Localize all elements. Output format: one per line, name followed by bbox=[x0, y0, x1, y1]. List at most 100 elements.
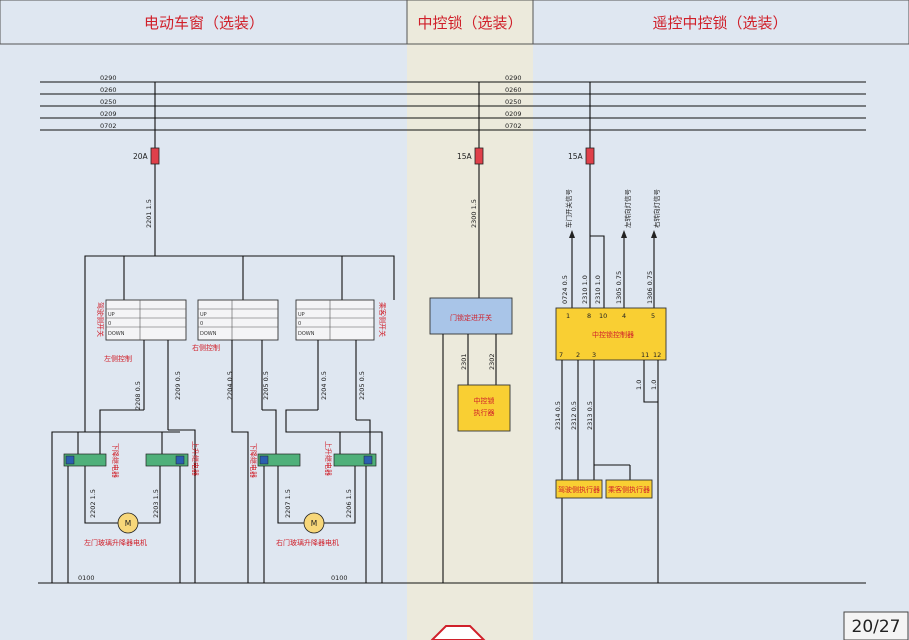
driver-actuator-label: 驾驶侧执行器 bbox=[558, 485, 600, 494]
left-up-relay-label: 上升继电器 bbox=[191, 441, 200, 476]
controller-label: 中控锁控制器 bbox=[592, 330, 634, 339]
controller-pin: 2 bbox=[576, 351, 580, 359]
left-motor-label: 左门玻璃升降器电机 bbox=[84, 538, 147, 547]
door-signal-label: 车门开关信号 bbox=[564, 189, 573, 229]
wire-label: 1305 0.75 bbox=[615, 271, 623, 304]
passenger-switch-label: 乘客侧开关 bbox=[378, 302, 387, 337]
switch-pos-off: 0 bbox=[200, 321, 203, 327]
motor-symbol: M bbox=[311, 519, 317, 528]
passenger-window-switch bbox=[295, 299, 375, 341]
arrow-up-icon bbox=[651, 230, 657, 238]
relay-coil-icon bbox=[65, 455, 75, 465]
bus-label: 0260 bbox=[505, 86, 522, 94]
wire-label: 2201 1.5 bbox=[145, 199, 153, 228]
ground-bus-label: 0100 bbox=[78, 574, 95, 582]
relay-coil-icon bbox=[363, 455, 373, 465]
left-motor-icon bbox=[117, 512, 139, 534]
arrow-up-icon bbox=[621, 230, 627, 238]
bus-label: 0290 bbox=[100, 74, 117, 82]
central-lock-header bbox=[406, 0, 534, 45]
fuse-label: 15A bbox=[457, 152, 473, 161]
wire-label: 2205 0.5 bbox=[358, 371, 366, 400]
lock-actuator-label: 中控锁 bbox=[474, 396, 495, 405]
door-lock-switch-label: 门锁定进开关 bbox=[450, 313, 492, 322]
fuse-label: 20A bbox=[133, 152, 149, 161]
section-title-central-lock: 中控锁（选装） bbox=[417, 14, 522, 32]
wire-label: 1.0 bbox=[650, 380, 658, 390]
wire-label: 2203 1.5 bbox=[152, 489, 160, 518]
central-lock-circuit: 15A 2300 1.5 门锁定进开关 2301 2302 中控锁 执行器 bbox=[429, 82, 513, 583]
controller-pin: 11 bbox=[641, 351, 649, 359]
ground-bus-label: 0100 bbox=[331, 574, 348, 582]
switch-pos-down: DOWN bbox=[200, 331, 217, 337]
controller-pin: 12 bbox=[653, 351, 661, 359]
bus-label: 0209 bbox=[100, 110, 117, 118]
bus-label: 0209 bbox=[505, 110, 522, 118]
nav-tab-icon[interactable] bbox=[430, 625, 486, 640]
section-title-power-window: 电动车窗（选装） bbox=[144, 14, 264, 32]
power-buses: 0290 0260 0250 0209 0702 0290 0260 0250 … bbox=[40, 74, 866, 131]
right-control-switch bbox=[197, 299, 279, 341]
right-down-relay bbox=[257, 453, 301, 467]
wire-label: 2310 1.0 bbox=[594, 275, 602, 304]
switch-pos-down: DOWN bbox=[108, 331, 125, 337]
power-window-circuit: 20A 2201 1.5 UP 0 DOWN 驾驶侧开关 左侧控制 UP 0 D… bbox=[51, 82, 395, 583]
page-number: 20/27 bbox=[852, 617, 901, 637]
switch-pos-up: UP bbox=[298, 312, 305, 318]
switch-pos-off: 0 bbox=[298, 321, 301, 327]
controller-pin: 10 bbox=[599, 312, 607, 320]
motor-symbol: M bbox=[125, 519, 131, 528]
bus-label: 0250 bbox=[505, 98, 522, 106]
fuse-window bbox=[150, 147, 160, 165]
wire-label: 2207 1.5 bbox=[284, 489, 292, 518]
switch-pos-off: 0 bbox=[108, 321, 111, 327]
right-down-relay-label: 下降继电器 bbox=[249, 443, 258, 478]
central-lock-controller bbox=[555, 307, 667, 361]
bus-label: 0702 bbox=[100, 122, 117, 130]
bus-label: 0260 bbox=[100, 86, 117, 94]
wire-label: 2300 1.5 bbox=[470, 199, 478, 228]
driver-window-switch bbox=[105, 299, 187, 341]
controller-pin: 4 bbox=[622, 312, 626, 320]
right-motor-label: 右门玻璃升降器电机 bbox=[276, 538, 339, 547]
wire-label: 2208 0.5 bbox=[134, 381, 142, 410]
page-number-box bbox=[843, 611, 909, 640]
relay-coil-icon bbox=[259, 455, 269, 465]
wire-label: 2314 0.5 bbox=[554, 401, 562, 430]
driver-actuator bbox=[555, 479, 603, 499]
left-down-relay-label: 下降继电器 bbox=[111, 443, 120, 478]
wire-label: 1.0 bbox=[635, 380, 643, 390]
wire-label: 2206 1.5 bbox=[345, 489, 353, 518]
right-turn-signal-label: 右转向灯信号 bbox=[652, 189, 661, 229]
switch-pos-up: UP bbox=[200, 312, 207, 318]
wire-label: 0724 0.5 bbox=[561, 275, 569, 304]
wire-label: 2313 0.5 bbox=[586, 401, 594, 430]
passenger-actuator bbox=[605, 479, 653, 499]
arrow-up-icon bbox=[569, 230, 575, 238]
bus-label: 0250 bbox=[100, 98, 117, 106]
lock-actuator-label: 执行器 bbox=[474, 408, 495, 417]
wire-label: 2301 bbox=[460, 353, 468, 370]
switch-pos-down: DOWN bbox=[298, 331, 315, 337]
lock-actuator bbox=[457, 384, 511, 432]
relay-coil-icon bbox=[175, 455, 185, 465]
right-motor-icon bbox=[303, 512, 325, 534]
wire-label: 2204 0.5 bbox=[226, 371, 234, 400]
controller-pin: 7 bbox=[559, 351, 563, 359]
bus-label: 0290 bbox=[505, 74, 522, 82]
wire-label: 2204 0.5 bbox=[320, 371, 328, 400]
driver-switch-label: 驾驶侧开关 bbox=[96, 302, 105, 337]
wire-label: 2209 0.5 bbox=[174, 371, 182, 400]
fuse-remote bbox=[585, 147, 595, 165]
section-title-remote-lock: 遥控中控锁（选装） bbox=[652, 14, 787, 32]
door-lock-switch bbox=[429, 297, 513, 335]
right-up-relay-label: 上升继电器 bbox=[324, 441, 333, 476]
fuse-lock bbox=[474, 147, 484, 165]
controller-pin: 5 bbox=[651, 312, 655, 320]
fuse-label: 15A bbox=[568, 152, 584, 161]
switch-pos-up: UP bbox=[108, 312, 115, 318]
wire-label: 2302 bbox=[488, 353, 496, 370]
left-turn-signal-label: 左转向灯信号 bbox=[623, 189, 632, 229]
